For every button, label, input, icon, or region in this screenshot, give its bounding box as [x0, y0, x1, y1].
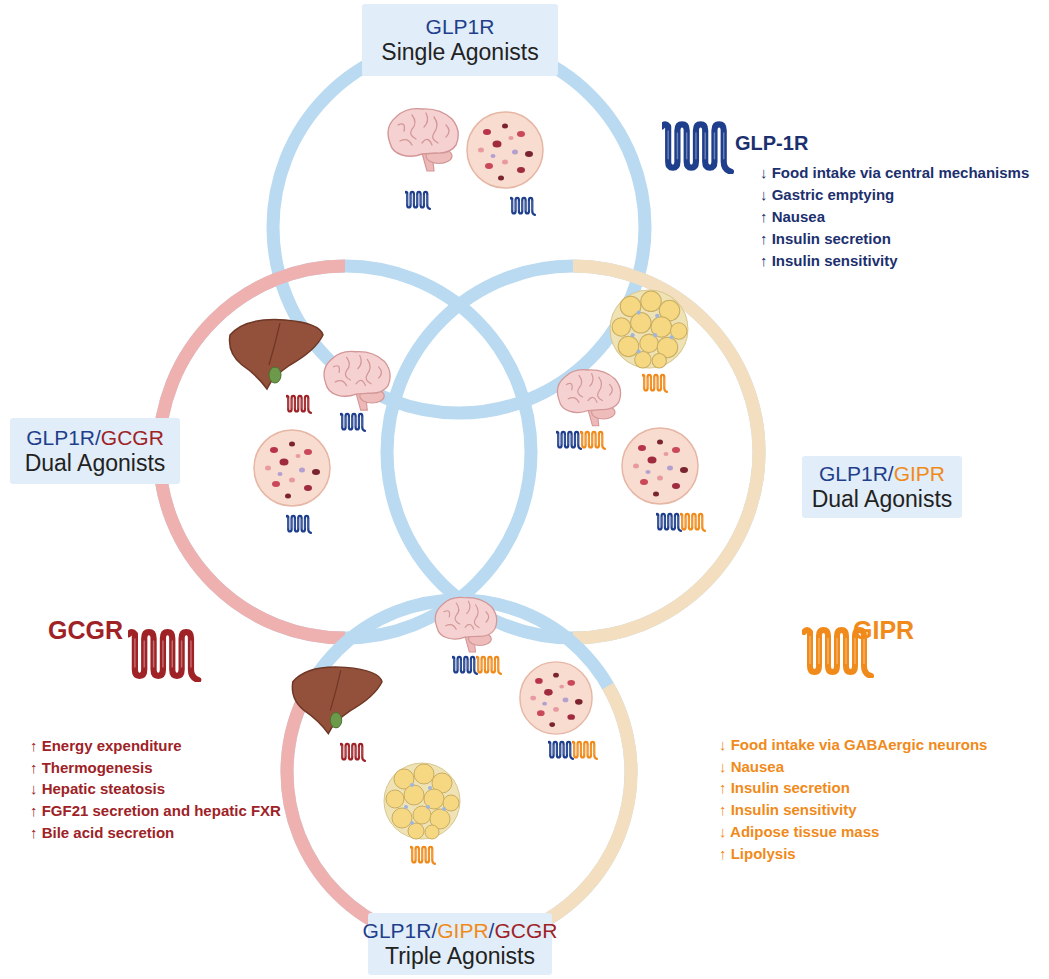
receptor-heading: GCGR — [48, 615, 123, 645]
agonist-class: Dual Agonists — [812, 486, 953, 512]
gipr-ring-segment — [224, 537, 694, 979]
gcgr-ring-segment — [159, 266, 531, 638]
receptor-icon — [452, 657, 477, 674]
receptor-icon — [476, 657, 501, 674]
effect-item: ↓ Food intake via GABAergic neurons — [719, 736, 987, 754]
adipose-icon — [610, 290, 688, 368]
pancreas-icon — [254, 430, 330, 506]
receptor-icon — [656, 514, 681, 531]
effect-item: ↑ Energy expenditure — [30, 737, 182, 755]
box-line: Dual Agonists — [25, 450, 166, 476]
effect-item: ↑ Nausea — [760, 208, 825, 226]
receptor-name: GLP1R — [426, 15, 495, 38]
receptor-icon — [286, 396, 311, 413]
effect-item: ↑ Insulin secretion — [719, 779, 850, 797]
receptor-icon — [580, 432, 605, 449]
receptor-icon — [548, 742, 573, 759]
box-line: Triple Agonists — [385, 943, 535, 969]
receptor-name: GCGR — [494, 919, 557, 942]
effect-item: ↑ Lipolysis — [719, 845, 796, 863]
effect-item: ↑ Bile acid secretion — [30, 824, 174, 842]
receptor-glyph — [662, 124, 731, 171]
receptor-name: GLP1R/ — [819, 462, 894, 485]
adipose-icon — [384, 763, 460, 839]
receptor-icon — [556, 432, 581, 449]
receptor-icon — [680, 514, 705, 531]
effect-item: ↑ Insulin sensitivity — [719, 801, 857, 819]
receptor-icon — [405, 192, 430, 209]
box-line: Dual Agonists — [812, 486, 953, 512]
box-line: Single Agonists — [381, 39, 538, 65]
agonist-class-box: GLP1R/GIPR/GCGRTriple Agonists — [368, 913, 552, 975]
receptor-name: / — [489, 919, 495, 942]
liver-icon — [230, 320, 324, 389]
effect-item: ↑ FGF21 secretion and hepatic FXR — [30, 802, 281, 820]
agonist-class-box: GLP1R/GIPRDual Agonists — [802, 456, 962, 518]
receptor-name: GLP1R/ — [26, 426, 101, 449]
effect-item: ↑ Insulin secretion — [760, 230, 891, 248]
box-line: GLP1R — [426, 15, 495, 39]
pancreas-icon — [520, 662, 592, 734]
effect-item: ↓ Gastric emptying — [760, 186, 894, 204]
effect-item: ↓ Adipose tissue mass — [719, 823, 879, 841]
pancreas-icon — [467, 112, 543, 188]
receptor-icon — [410, 847, 435, 864]
agonist-ring — [159, 266, 531, 638]
receptor-name: GIPR — [437, 919, 488, 942]
receptor-name: GIPR — [894, 462, 945, 485]
receptor-name: GCGR — [101, 426, 164, 449]
receptor-icon — [572, 742, 597, 759]
receptor-heading: GIPR — [853, 615, 914, 645]
receptor-icon — [340, 744, 365, 761]
receptor-name: GLP1R/ — [363, 919, 438, 942]
agonist-ring — [387, 266, 759, 638]
agonist-ring — [273, 41, 645, 413]
brain-icon — [435, 597, 496, 652]
receptor-glyph — [129, 632, 199, 680]
effect-item: ↓ Hepatic steatosis — [30, 780, 165, 798]
effect-item: ↑ Insulin sensitivity — [760, 252, 898, 270]
pancreas-icon — [622, 428, 698, 504]
brain-icon — [324, 351, 390, 410]
effect-item: ↓ Nausea — [719, 758, 784, 776]
box-line: GLP1R/GIPR — [819, 462, 945, 486]
agonist-class-box: GLP1R/GCGRDual Agonists — [10, 418, 180, 484]
agonist-class: Dual Agonists — [25, 450, 166, 476]
gipr-ring-segment — [387, 266, 759, 638]
gcgr-ring-segment — [287, 600, 631, 944]
box-line: GLP1R/GIPR/GCGR — [363, 919, 558, 943]
effect-item: ↑ Thermogenesis — [30, 759, 153, 777]
agonist-class: Triple Agonists — [385, 943, 535, 969]
receptor-heading: GLP-1R — [735, 131, 808, 155]
box-line: GLP1R/GCGR — [26, 426, 164, 450]
receptor-icon — [642, 375, 667, 392]
brain-icon — [388, 109, 458, 171]
agonist-class: Single Agonists — [381, 39, 538, 65]
effect-item: ↓ Food intake via central mechanisms — [760, 164, 1029, 182]
brain-icon — [557, 370, 620, 426]
receptor-icon — [340, 414, 365, 431]
receptor-icon — [510, 198, 535, 215]
receptor-icon — [286, 516, 311, 533]
liver-icon — [292, 667, 382, 734]
agonist-class-box: GLP1RSingle Agonists — [362, 4, 558, 76]
